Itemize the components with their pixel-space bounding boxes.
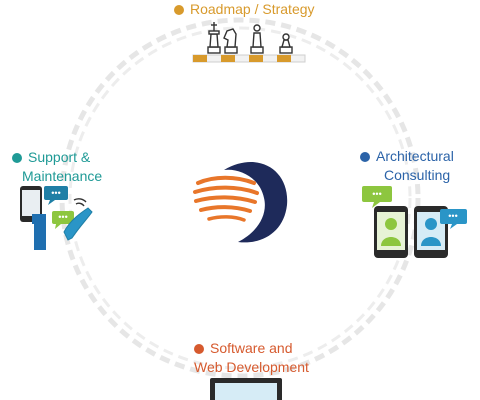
svg-text:•••: ••• [58, 212, 67, 222]
arch-text-line1: Architectural [376, 148, 454, 164]
smartphones-with-users-icon: ••• ••• [362, 186, 467, 258]
desktop-monitor-icon [210, 378, 282, 400]
svg-text:•••: ••• [372, 189, 381, 199]
software-dot [194, 344, 204, 354]
support-dot [12, 153, 22, 163]
roadmap-dot [174, 5, 184, 15]
company-swirl-logo [193, 162, 288, 243]
label-roadmap-strategy: Roadmap / Strategy [174, 0, 315, 19]
dashed-ring-inner [68, 26, 412, 370]
label-architectural-consulting: Architectural Consulting [360, 147, 454, 185]
phone-and-chat-icon: ••• ••• [20, 186, 93, 250]
software-text-line1: Software and [210, 340, 293, 356]
support-text-line1: Support & [28, 149, 91, 165]
dashed-ring [59, 17, 421, 379]
arch-text-line2: Consulting [384, 167, 451, 183]
chess-pieces-icon [192, 22, 306, 63]
roadmap-text: Roadmap / Strategy [190, 1, 315, 17]
software-text-line2: Web Development [194, 359, 309, 375]
support-text-line2: Maintenance [22, 168, 103, 184]
svg-text:•••: ••• [448, 211, 457, 221]
architectural-dot [360, 152, 370, 162]
svg-text:•••: ••• [51, 188, 60, 198]
label-support-maintenance: Support & Maintenance [12, 148, 102, 186]
label-software-web-development: Software and Web Development [194, 339, 309, 377]
